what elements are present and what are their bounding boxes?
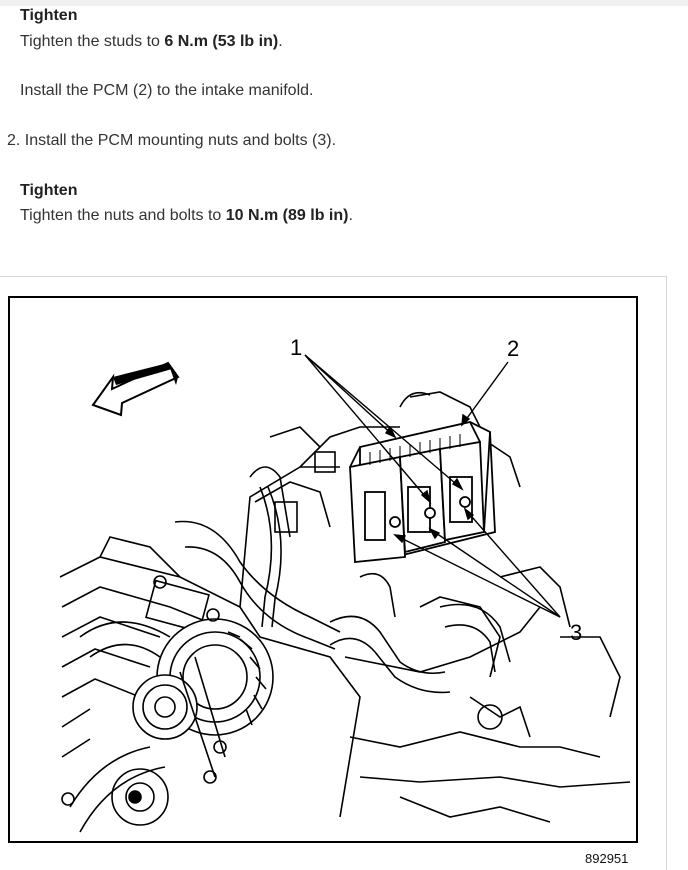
torque-value-1: 6 N.m (53 lb in)	[164, 33, 279, 50]
step-2-instruction: 2. Install the PCM mounting nuts and bol…	[7, 132, 337, 149]
tighten-instruction-1: Tighten the studs to 6 N.m (53 lb in).	[20, 32, 283, 52]
figure-frame	[8, 296, 638, 843]
tighten-instruction-2: Tighten the nuts and bolts to 10 N.m (89…	[20, 206, 353, 226]
tighten-suffix-2: .	[348, 207, 353, 224]
pcm-module	[349, 421, 496, 563]
tighten-suffix-1: .	[278, 33, 283, 50]
engine-illustration: 1 2 3	[8, 296, 638, 843]
top-bar	[0, 0, 688, 6]
torque-value-2: 10 N.m (89 lb in)	[225, 207, 349, 224]
tighten-text-1: Tighten the studs to	[20, 33, 165, 50]
direction-arrow-icon	[91, 361, 180, 417]
callout-leaders	[304, 354, 561, 618]
callout-2: 2	[507, 336, 519, 361]
tighten-heading-2: Tighten	[20, 182, 78, 199]
hoses	[174, 486, 511, 694]
callout-1: 1	[290, 335, 302, 360]
tighten-heading-1: Tighten	[20, 7, 78, 24]
install-pcm-instruction: Install the PCM (2) to the intake manifo…	[20, 82, 314, 99]
alternator	[61, 575, 274, 833]
figure-number: 892951	[585, 851, 629, 866]
callout-3: 3	[570, 620, 582, 645]
pcm-installation-figure: 1 2 3 892951	[0, 276, 667, 870]
tighten-text-2: Tighten the nuts and bolts to	[20, 207, 226, 224]
